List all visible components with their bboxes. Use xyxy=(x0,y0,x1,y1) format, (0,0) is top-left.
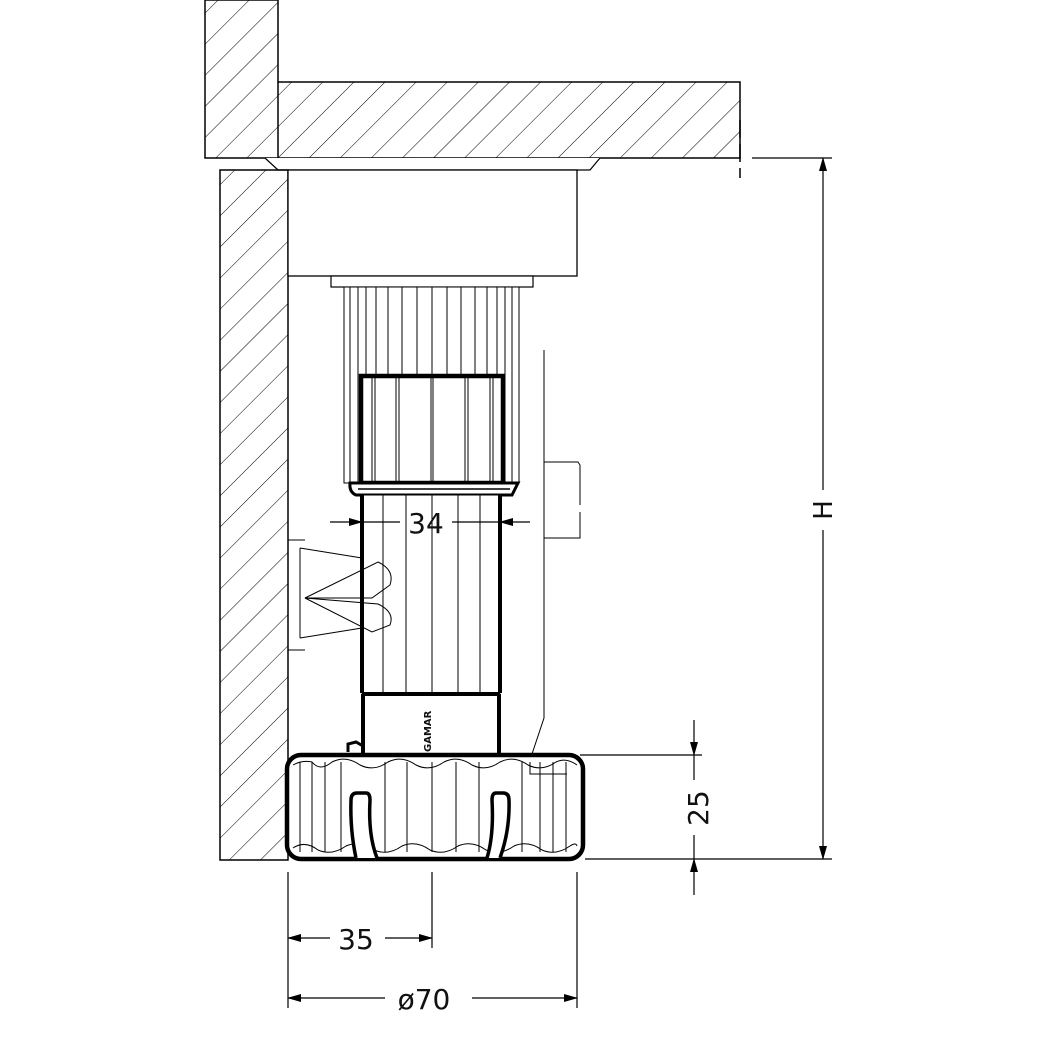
dimension-height xyxy=(585,157,832,860)
dimension-label-70: ø70 xyxy=(398,983,451,1016)
dimension-label-35: 35 xyxy=(338,923,374,956)
adjustment-nut xyxy=(358,373,506,486)
cabinet-top-section xyxy=(204,0,741,178)
threaded-tube xyxy=(360,494,502,696)
right-bracket xyxy=(529,350,581,761)
cabinet-side-panel xyxy=(219,169,289,861)
stem xyxy=(346,694,501,755)
mounting-plate xyxy=(264,157,601,171)
base-foot xyxy=(284,752,586,862)
brand-mark: GAMAR xyxy=(423,710,434,752)
dimension-label-h: H xyxy=(809,500,839,520)
dimension-foot-width xyxy=(287,872,578,1008)
dimension-label-34: 34 xyxy=(408,507,444,540)
clip-bracket xyxy=(288,539,392,651)
dimension-label-25: 25 xyxy=(682,790,715,826)
dimension-foot-height xyxy=(580,720,702,895)
flange xyxy=(330,275,534,288)
mounting-block xyxy=(287,169,578,277)
